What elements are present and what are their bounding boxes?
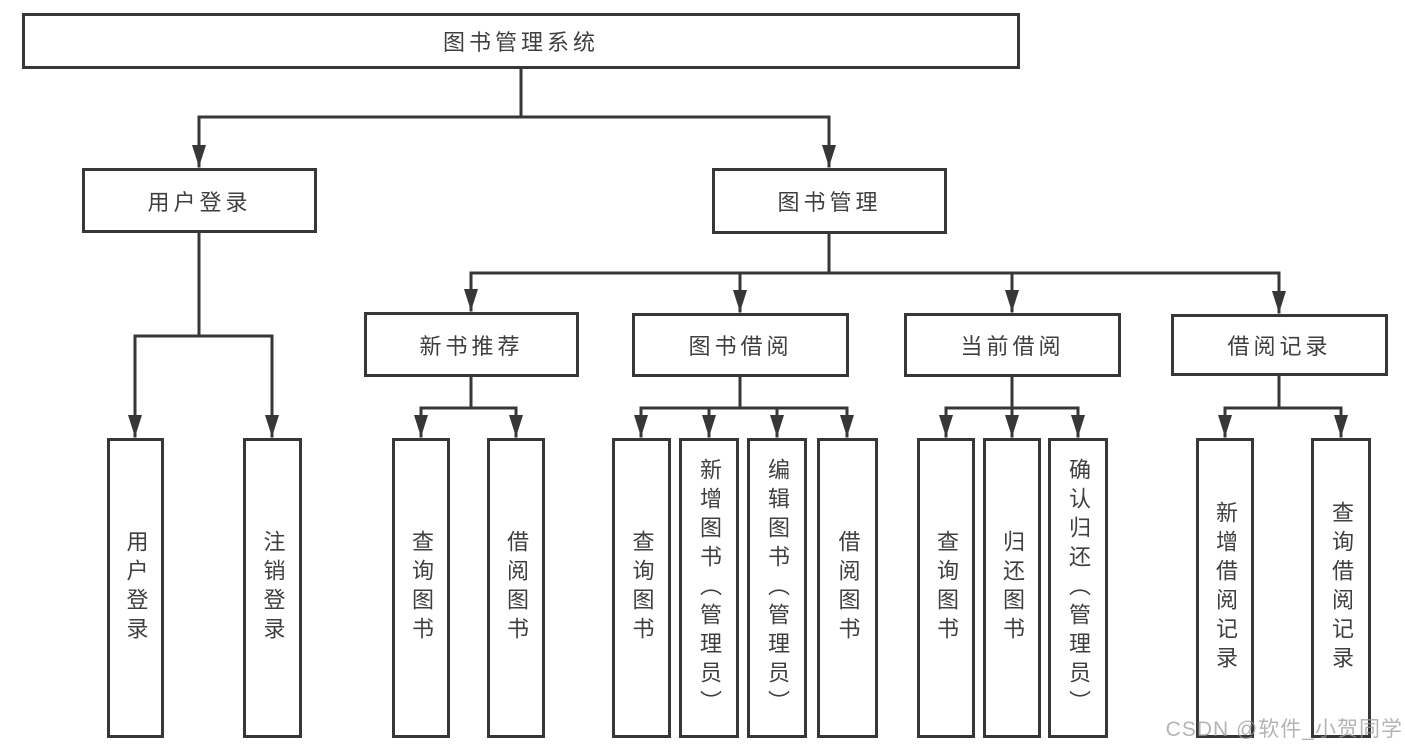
node-label: 新增图书（管理员） (697, 457, 722, 719)
node-label: 归还图书 (1000, 530, 1025, 646)
node-label: 用户登录 (123, 530, 149, 646)
node-confirm-return-admin: 确认归还（管理员） (1048, 438, 1108, 738)
node-query-books-current: 查询图书 (917, 438, 975, 738)
node-borrowing-records: 借阅记录 (1171, 314, 1388, 376)
node-label: 查询图书 (934, 530, 959, 646)
node-label: 图书借阅 (688, 334, 793, 359)
node-book-management: 图书管理 (712, 168, 947, 234)
csdn-watermark: CSDN @软件_小贺同学 (1165, 718, 1403, 741)
node-query-books-borrowing: 查询图书 (612, 438, 671, 738)
node-add-books-admin: 新增图书（管理员） (679, 438, 739, 738)
node-user-login-module: 用户登录 (82, 168, 317, 233)
node-borrow-books-borrowing: 借阅图书 (817, 438, 878, 738)
node-book-borrowing: 图书借阅 (632, 313, 849, 377)
node-label: 新书推荐 (419, 333, 524, 359)
node-query-borrowing-record: 查询借阅记录 (1311, 438, 1371, 738)
node-label: 当前借阅 (960, 334, 1065, 359)
node-add-borrowing-record: 新增借阅记录 (1196, 438, 1254, 738)
node-label: 注销登录 (260, 530, 286, 646)
node-label: 编辑图书（管理员） (765, 457, 790, 719)
node-new-book-recommendation: 新书推荐 (364, 312, 579, 377)
node-label: 查询借阅记录 (1329, 501, 1354, 675)
node-label: 借阅图书 (835, 530, 861, 646)
node-current-borrowing: 当前借阅 (904, 313, 1121, 377)
node-label: 新增借阅记录 (1213, 501, 1238, 675)
node-edit-books-admin: 编辑图书（管理员） (747, 438, 807, 738)
node-label: 确认归还（管理员） (1066, 457, 1091, 719)
node-borrow-books-recommend: 借阅图书 (487, 438, 545, 738)
node-query-books-recommend: 查询图书 (392, 438, 450, 738)
node-library-management-system: 图书管理系统 (22, 13, 1020, 69)
node-logout-login: 注销登录 (243, 438, 302, 738)
node-label: 查询图书 (409, 530, 434, 646)
node-label: 借阅记录 (1227, 334, 1332, 359)
node-label: 借阅图书 (504, 530, 529, 646)
node-label: 图书管理系统 (442, 30, 599, 55)
node-label: 用户登录 (147, 189, 252, 215)
node-label: 图书管理 (777, 190, 882, 215)
node-user-login: 用户登录 (107, 438, 164, 738)
node-label: 查询图书 (629, 530, 655, 646)
node-return-books: 归还图书 (983, 438, 1041, 738)
